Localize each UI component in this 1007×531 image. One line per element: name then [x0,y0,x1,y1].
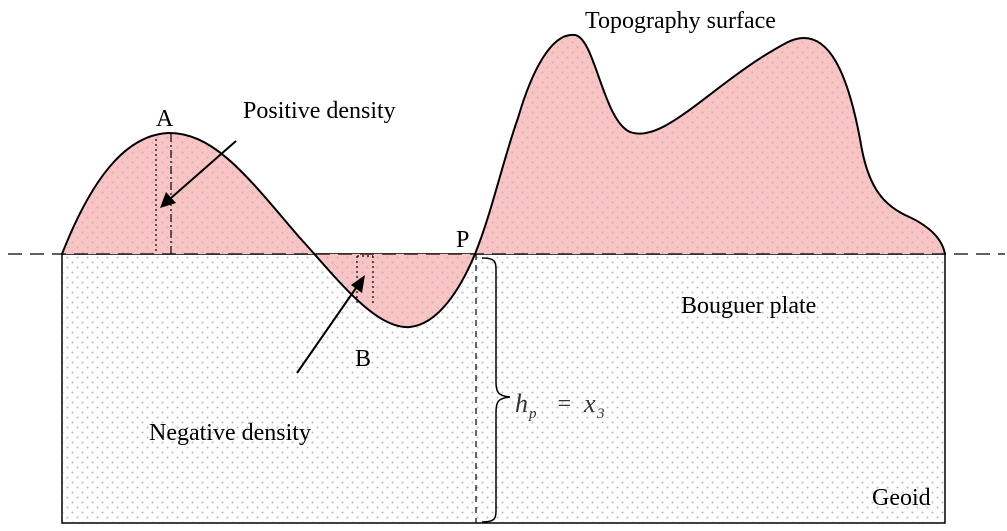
formula-h: h [515,389,528,418]
positive-density-label: Positive density [243,98,396,124]
height-brace [481,257,511,523]
negative-density-label: Negative density [149,420,311,446]
column-a [155,134,172,254]
point-b-label: B [355,346,371,372]
bouguer-plate-label: Bouguer plate [681,293,816,319]
topography-surface-label: Topography surface [585,8,776,34]
geoid-label: Geoid [872,485,931,511]
arrow-positive-density [160,140,237,208]
formula-x: x [583,389,596,418]
formula-x-subscript: 3 [596,406,605,422]
point-p-label: P [456,227,469,253]
formula-h-subscript: p [528,406,537,422]
formula-equals: = [556,391,572,417]
deficit-dots [316,254,475,328]
height-formula: h p = x 3 [515,389,605,422]
point-a-label: A [156,106,174,132]
bouguer-plate-dots [63,255,944,522]
topography-dots [62,34,945,255]
arrow-negative-density [296,275,365,374]
column-b [356,255,374,305]
topography-surface-line [61,33,946,329]
